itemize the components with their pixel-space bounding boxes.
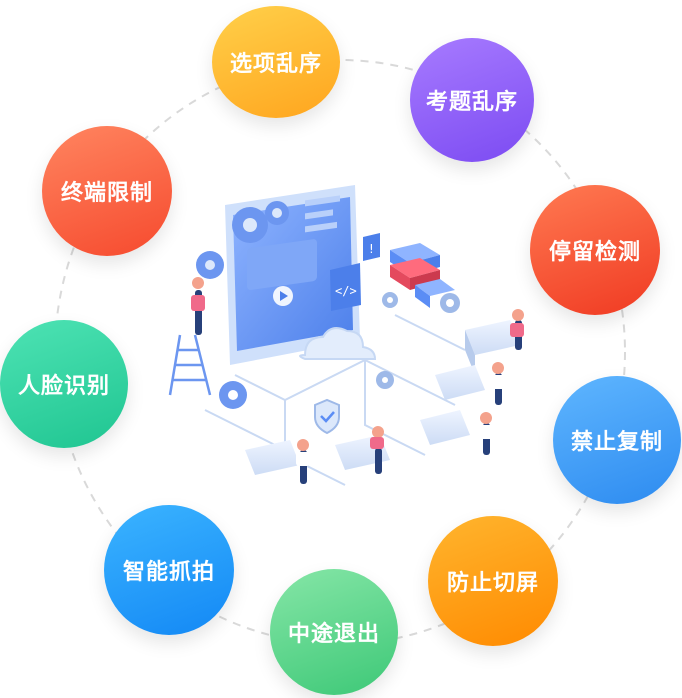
feature-pause-detection[interactable]: 停留检测 — [530, 185, 660, 315]
feature-face-recognition[interactable]: 人脸识别 — [0, 320, 128, 448]
desk-workers — [191, 277, 524, 484]
feature-no-copy[interactable]: 禁止复制 — [553, 376, 681, 504]
feature-no-screen-switch[interactable]: 防止切屏 — [428, 516, 558, 646]
ladder — [168, 334, 212, 396]
gear-icon — [196, 201, 289, 279]
svg-text:</>: </> — [335, 284, 357, 298]
feature-device-limit[interactable]: 终端限制 — [42, 126, 172, 256]
svg-text:!: ! — [369, 242, 374, 256]
server-stack — [390, 243, 455, 308]
feature-shuffle-questions[interactable]: 考题乱序 — [410, 38, 534, 162]
feature-shuffle-options[interactable]: 选项乱序 — [212, 6, 340, 118]
feature-quit-midway[interactable]: 中途退出 — [270, 569, 398, 695]
feature-smart-capture[interactable]: 智能抓拍 — [104, 505, 234, 635]
security-illustration: </> ! — [168, 185, 524, 486]
